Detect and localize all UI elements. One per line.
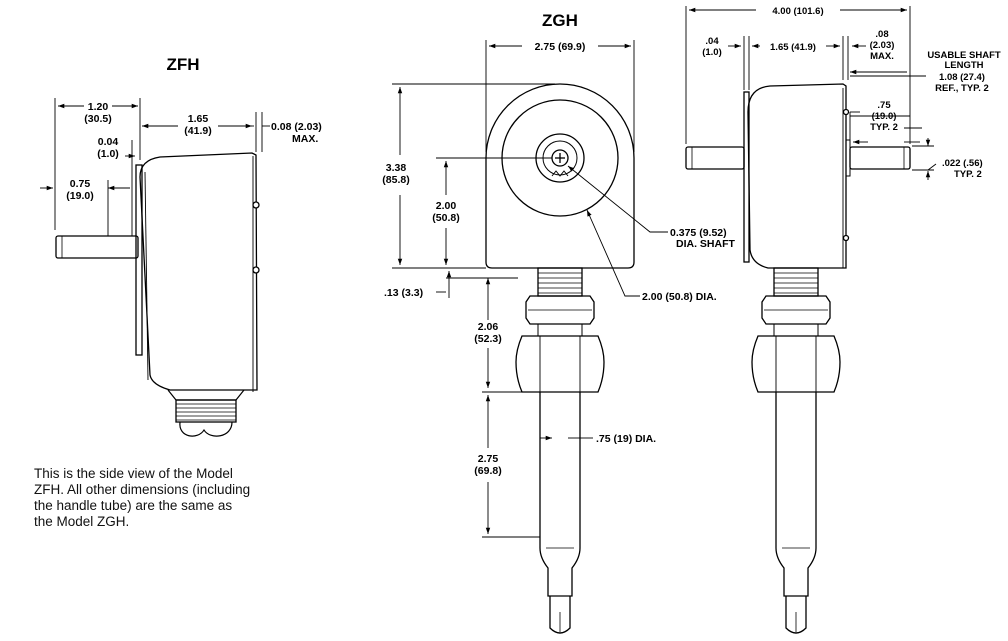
zfh-view: ZFH — [40, 55, 322, 437]
zfh-dim-10: (1.0) — [97, 148, 119, 160]
caption-line: the Model ZGH. — [34, 514, 130, 529]
zfh-dim-419: (41.9) — [184, 125, 211, 137]
side-usable-3: 1.08 (27.4) — [939, 72, 985, 83]
side-dim-022: .022 (.56) — [942, 158, 983, 169]
zgh-cable — [549, 596, 571, 634]
side-dim-190: (19.0) — [872, 111, 897, 122]
zgh-housing — [485, 83, 635, 269]
zgh-large-nut — [515, 335, 605, 393]
zgh-small-nut — [525, 295, 595, 325]
zfh-caption: This is the side view of the Model ZFH. … — [34, 466, 294, 530]
zgh-dim-206: 2.06 — [478, 321, 499, 333]
zgh-dim-523: (52.3) — [474, 333, 501, 345]
zfh-housing — [139, 152, 258, 391]
side-usable-1: USABLE SHAFT — [927, 50, 1001, 61]
side-large-nut — [751, 335, 841, 393]
zgh-dim-013: .13 (3.3) — [384, 287, 423, 299]
side-dim-10: (1.0) — [702, 47, 722, 58]
side-flange — [743, 91, 750, 263]
zfh-dim-004: 0.04 — [98, 136, 119, 148]
zgh-dim-shaft-label: DIA. SHAFT — [676, 238, 736, 250]
zgh-dim-698: (69.8) — [474, 465, 501, 477]
zgh-dim-275: 2.75 — [478, 453, 499, 465]
zfh-dim-165: 1.65 — [188, 113, 209, 125]
zgh-dim-tube: .75 (19) DIA. — [596, 433, 656, 445]
zfh-title: ZFH — [166, 55, 199, 74]
zgh-dim-200: 2.00 — [436, 200, 457, 212]
zfh-flange — [135, 164, 143, 356]
zgh-dim-338: 3.38 — [386, 162, 407, 174]
zfh-dim-120: 1.20 — [88, 101, 109, 113]
side-dim-08: .08 — [875, 29, 888, 40]
zfh-thread — [175, 399, 237, 423]
side-housing — [747, 83, 847, 269]
zgh-tube — [539, 392, 581, 597]
zgh-dim-circle: 2.00 (50.8) DIA. — [642, 291, 717, 303]
zfh-dim-190: (19.0) — [66, 190, 93, 202]
zgh-title: ZGH — [542, 11, 578, 30]
zgh-neck — [537, 267, 583, 297]
zgh-dim-508: (50.8) — [432, 212, 459, 224]
zfh-dim-305: (30.5) — [84, 113, 111, 125]
zfh-dim-008: 0.08 (2.03) — [271, 121, 322, 133]
side-dim-max: MAX. — [870, 51, 894, 62]
side-usable-2: LENGTH — [944, 60, 983, 71]
zfh-dim-075: 0.75 — [70, 178, 91, 190]
side-shaft-left — [685, 146, 745, 170]
caption-line: ZFH. All other dimensions (including — [34, 482, 251, 497]
side-cable — [785, 596, 807, 634]
side-view: 4.00 (101.6) .04 (1.0) 1.65 (41.9) .08 (… — [685, 6, 1001, 634]
side-dim-203: (2.03) — [870, 40, 895, 51]
side-small-nut — [761, 295, 831, 325]
zgh-dim-shaft: 0.375 (9.52) — [670, 227, 727, 239]
zfh-dim-max: MAX. — [292, 133, 318, 145]
side-shaft-right — [849, 146, 911, 170]
side-dim-typ2b: TYP. 2 — [954, 169, 982, 180]
zgh-view: ZGH — [382, 11, 736, 634]
side-tube — [775, 392, 817, 597]
caption-line: This is the side view of the Model — [34, 466, 233, 481]
zfh-shaft — [55, 235, 139, 259]
side-dim-total: 4.00 (101.6) — [772, 6, 823, 17]
side-dim-165: 1.65 (41.9) — [770, 42, 816, 53]
side-usable-4: REF., TYP. 2 — [935, 83, 989, 94]
zgh-dim-width: 2.75 (69.9) — [535, 41, 586, 53]
caption-line: the handle tube) are the same as — [34, 498, 233, 513]
zgh-dim-858: (85.8) — [382, 174, 409, 186]
side-neck — [773, 267, 819, 297]
side-dim-75: .75 — [877, 100, 891, 111]
side-dim-typ2a: TYP. 2 — [870, 122, 898, 133]
side-dim-04: .04 — [705, 36, 719, 47]
